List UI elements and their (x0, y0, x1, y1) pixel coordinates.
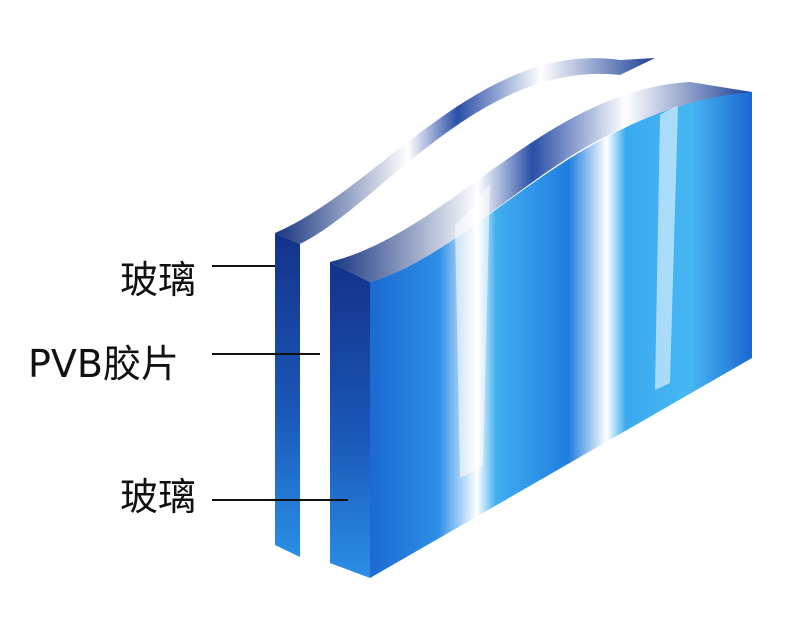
back-glass-side-edge (275, 233, 300, 557)
back-glass-top-edge (275, 58, 655, 244)
front-glass-top-edge (330, 82, 752, 282)
label-top-glass: 玻璃 (120, 258, 196, 302)
glass-highlight (455, 184, 490, 478)
label-bottom-glass: 玻璃 (120, 475, 196, 519)
front-glass-face (370, 92, 752, 578)
front-glass-side-edge (330, 262, 370, 578)
glass-highlight (655, 106, 678, 390)
pvb-interlayer (300, 244, 330, 562)
label-pvb-film: PVB胶片 (28, 342, 179, 386)
